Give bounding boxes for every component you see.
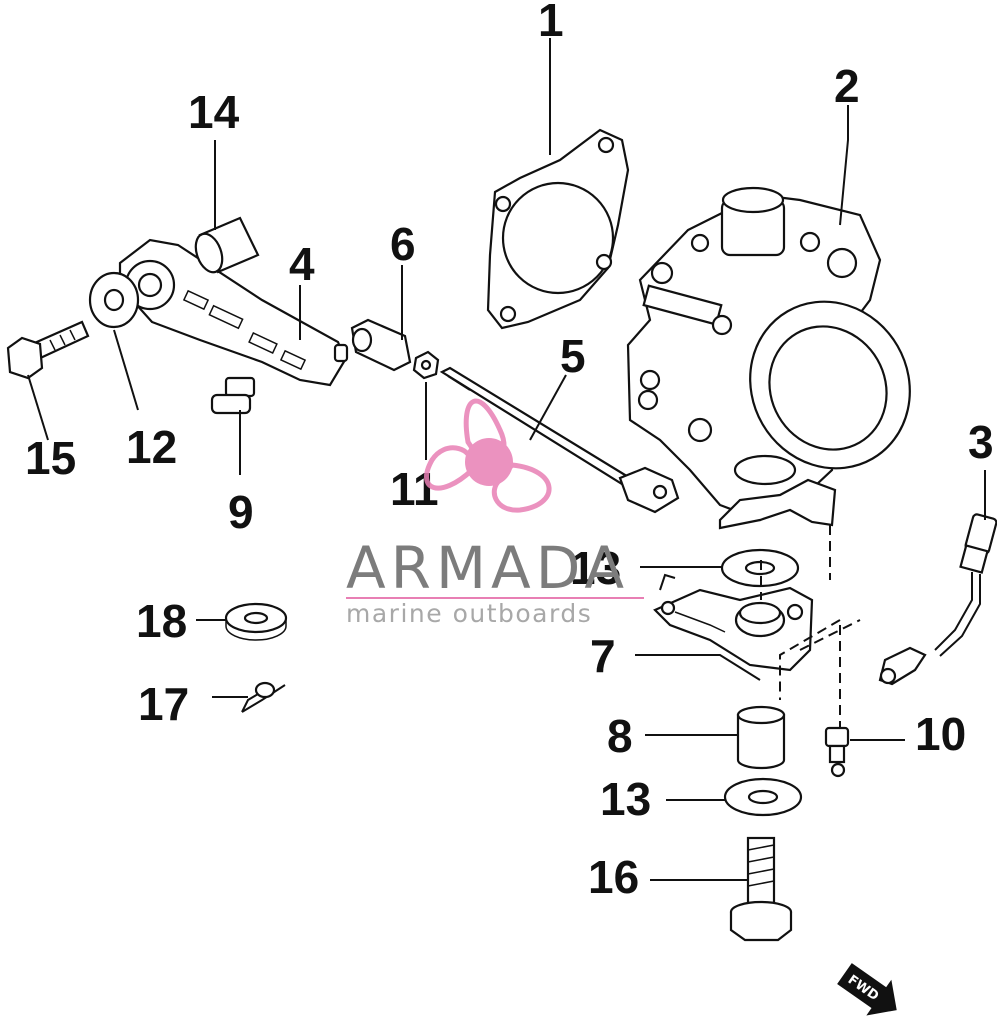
propeller-logo-icon	[424, 398, 552, 513]
part-throttle-cam	[653, 573, 814, 672]
label-part-13-upper: 13	[570, 542, 621, 594]
label-part-13-lower: 13	[600, 773, 651, 825]
label-part-3: 3	[968, 416, 994, 468]
label-part-17: 17	[138, 678, 189, 730]
part-clip	[241, 681, 286, 713]
label-part-16: 16	[588, 851, 639, 903]
watermark: ARMADA marine outboards	[346, 398, 644, 628]
part-gasket	[486, 128, 630, 330]
leader-lines	[27, 38, 986, 881]
label-part-6: 6	[390, 218, 416, 270]
label-part-1: 1	[538, 0, 564, 46]
watermark-brand: ARMADA	[346, 534, 629, 602]
label-part-5: 5	[560, 330, 586, 382]
label-part-7: 7	[590, 630, 616, 682]
part-link-rod	[439, 366, 680, 514]
part-pivot-pin	[210, 376, 256, 415]
part-washer-small	[224, 602, 288, 641]
label-part-14: 14	[188, 86, 240, 138]
label-part-11: 11	[390, 463, 439, 515]
part-bolt-cam	[729, 836, 793, 942]
part-sensor-lead	[878, 513, 997, 686]
label-part-18: 18	[136, 595, 187, 647]
part-collar	[736, 705, 786, 770]
part-throttle-body	[626, 186, 911, 530]
label-part-2: 2	[834, 60, 860, 112]
label-part-9: 9	[228, 486, 254, 538]
part-bolt-lever	[6, 320, 90, 380]
part-bushing	[194, 216, 260, 274]
forward-direction-arrow: FWD	[837, 963, 897, 1016]
watermark-subtitle: marine outboards	[346, 599, 592, 628]
part-small-screw	[824, 726, 850, 778]
part-ball-joint	[350, 318, 412, 372]
label-part-15: 15	[25, 432, 76, 484]
part-labels: 1 2 3 4 5 6 7 8 9 10 11 12 13 13 14 15 1…	[25, 0, 994, 903]
label-part-10: 10	[915, 708, 966, 760]
part-washer-lower	[723, 777, 803, 817]
part-washer	[88, 271, 140, 329]
label-part-8: 8	[607, 710, 633, 762]
label-part-4: 4	[289, 238, 315, 290]
label-part-12: 12	[126, 421, 177, 473]
part-nut	[412, 350, 440, 380]
